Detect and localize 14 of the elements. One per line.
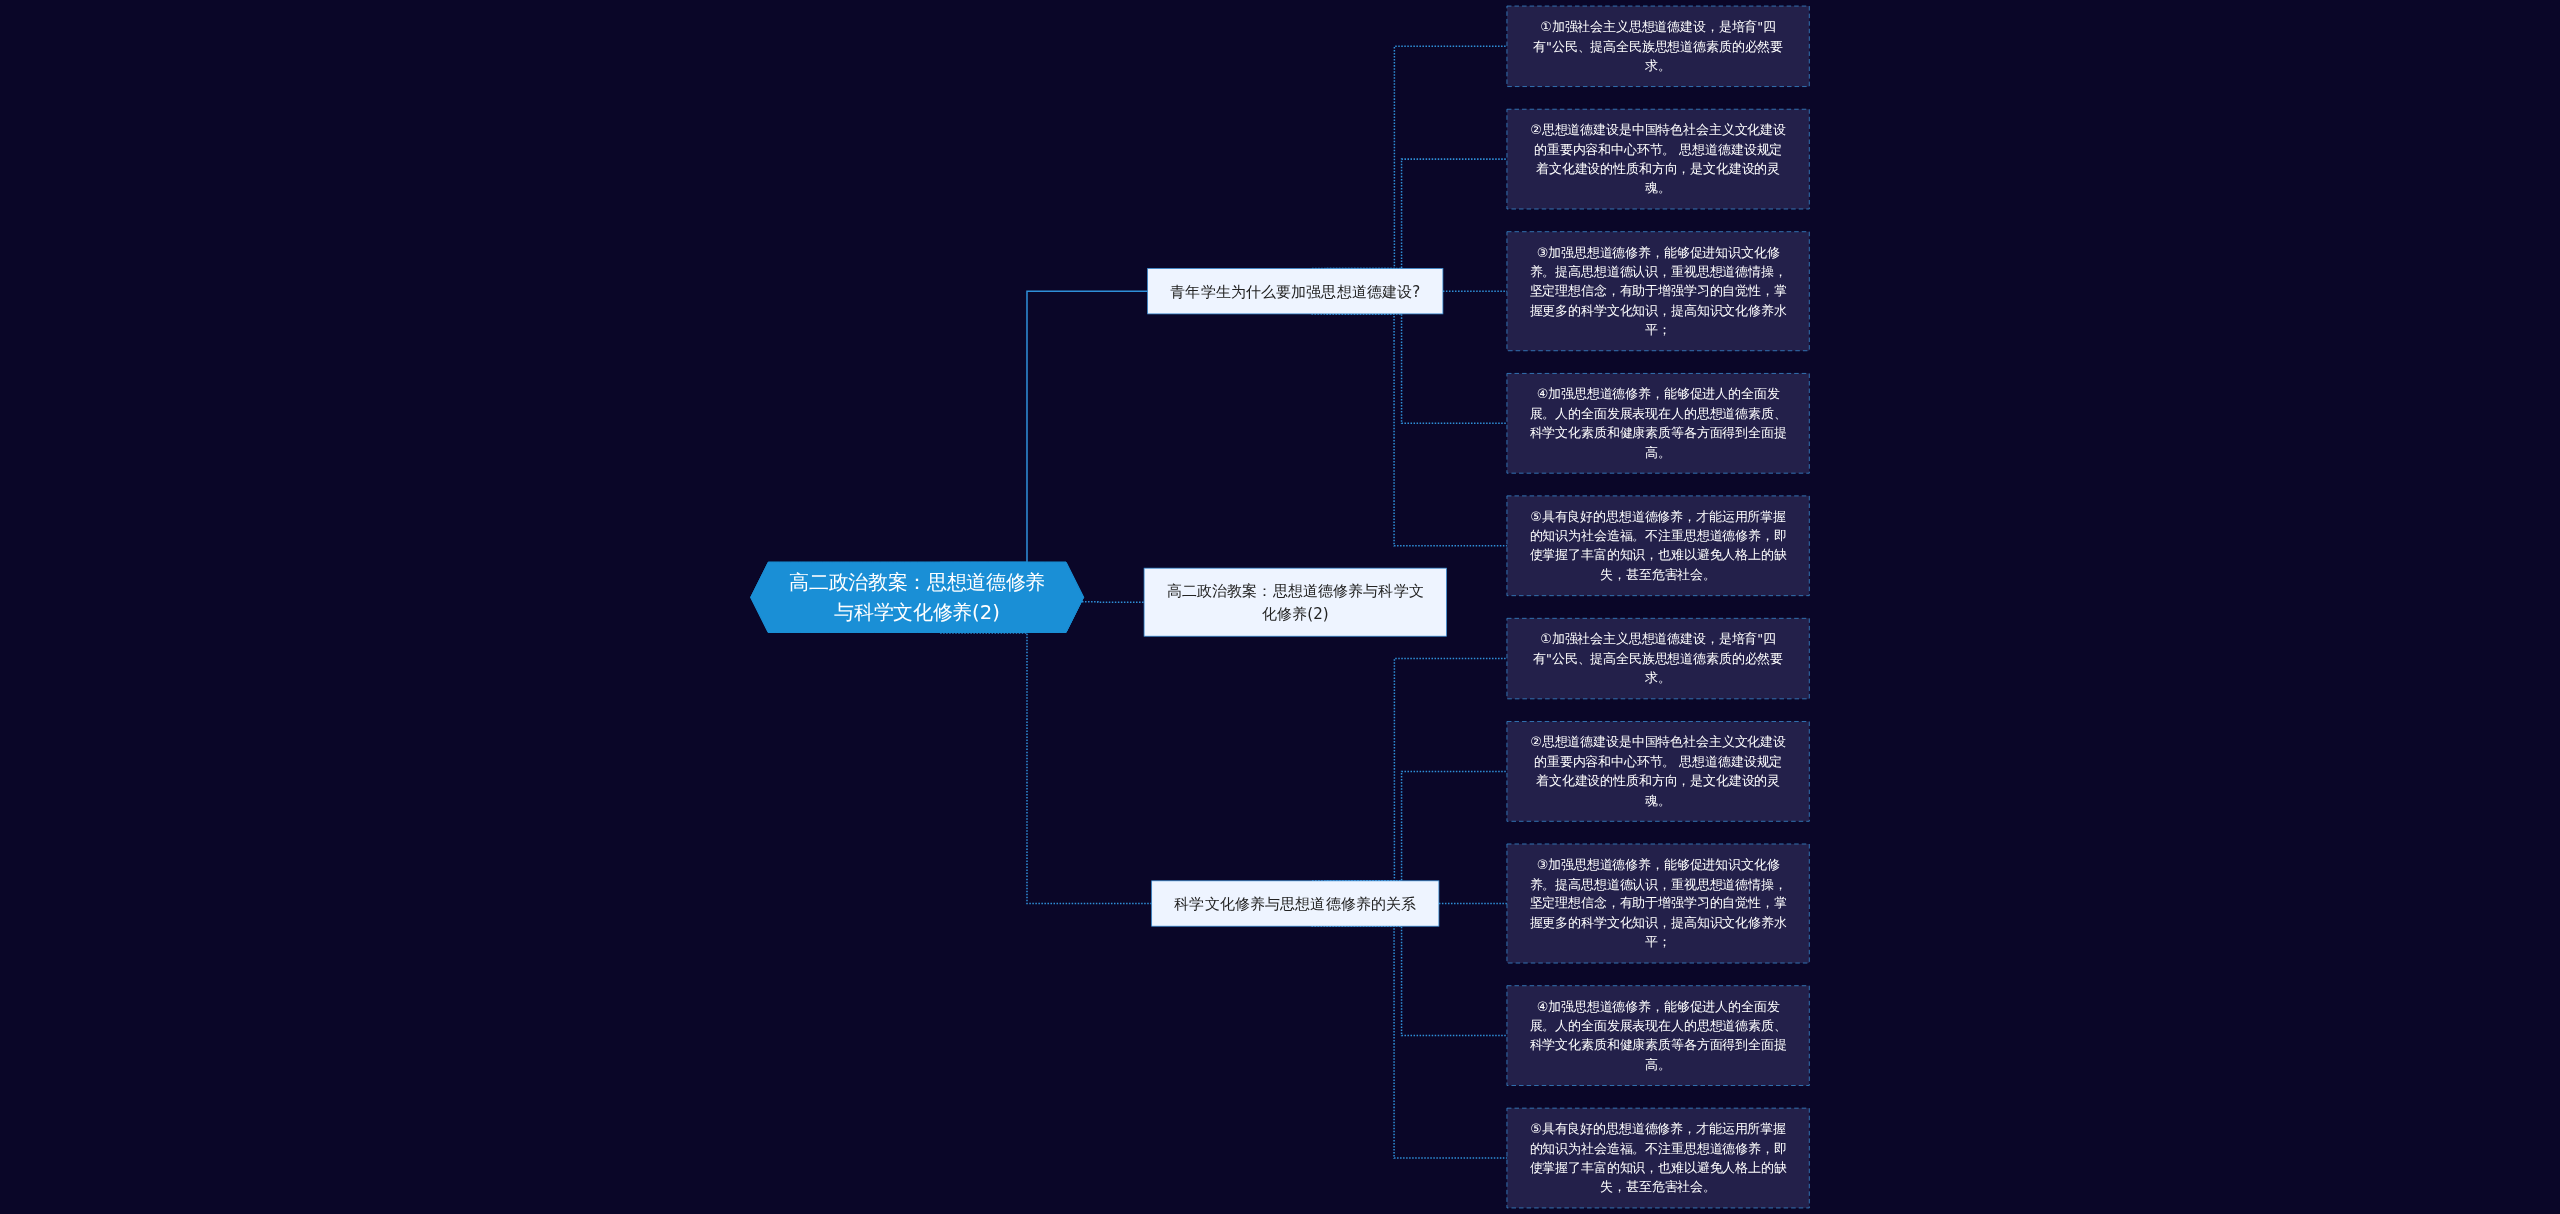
- node-box: ③加强思想道德修养，能够促进知识文化修养。提高思想道德认识，重视思想道德情操，坚定理想信念，有助于增强学习的自觉性，掌握更多的科学文化知识，提高知识文化修养水平；: [1506, 843, 1810, 964]
- node-box: ⑤具有良好的思想道德修养，才能运用所掌握的知识为社会造福。不注重思想道德修养，即使掌握了丰富的知识，也难以避免人格上的缺失，甚至危害社会。: [1506, 495, 1810, 597]
- node-box: ①加强社会主义思想道德建设，是培育"四有"公民、提高全民族思想道德素质的必然要求。: [1506, 617, 1810, 700]
- node-box: ②思想道德建设是中国特色社会主义文化建设的重要内容和中心环节。 思想道德建设规定着文化建设的性质和方向，是文化建设的灵魂。: [1506, 721, 1810, 822]
- node-box: ③加强思想道德修养，能够促进知识文化修养。提高思想道德认识，重视思想道德情操，坚定理想信念，有助于增强学习的自觉性，掌握更多的科学文化知识，提高知识文化修养水平；: [1506, 231, 1810, 352]
- connector: [1081, 601, 1145, 603]
- node-box: ④加强思想道德修养，能够促进人的全面发展。人的全面发展表现在人的思想道德素质、科学文化素质和健康素质等各方面得到全面提高。: [1506, 985, 1810, 1086]
- node-box: 青年学生为什么要加强思想道德建设?: [1147, 268, 1444, 315]
- node-box: ②思想道德建设是中国特色社会主义文化建设的重要内容和中心环节。 思想道德建设规定着文化建设的性质和方向，是文化建设的灵魂。: [1506, 108, 1810, 210]
- node-box: 高二政治教案：思想道德修养与科学文化修养(2): [1143, 567, 1447, 637]
- node-box: 科学文化修养与思想道德修养的关系: [1151, 880, 1440, 927]
- node-box: ④加强思想道德修养，能够促进人的全面发展。人的全面发展表现在人的思想道德素质、科学文化素质和健康素质等各方面得到全面提高。: [1506, 373, 1810, 474]
- node-box: ⑤具有良好的思想道德修养，才能运用所掌握的知识为社会造福。不注重思想道德修养，即使掌握了丰富的知识，也难以避免人格上的缺失，甚至危害社会。: [1506, 1107, 1810, 1209]
- node-box: ①加强社会主义思想道德建设，是培育"四有"公民、提高全民族思想道德素质的必然要求。: [1506, 5, 1810, 87]
